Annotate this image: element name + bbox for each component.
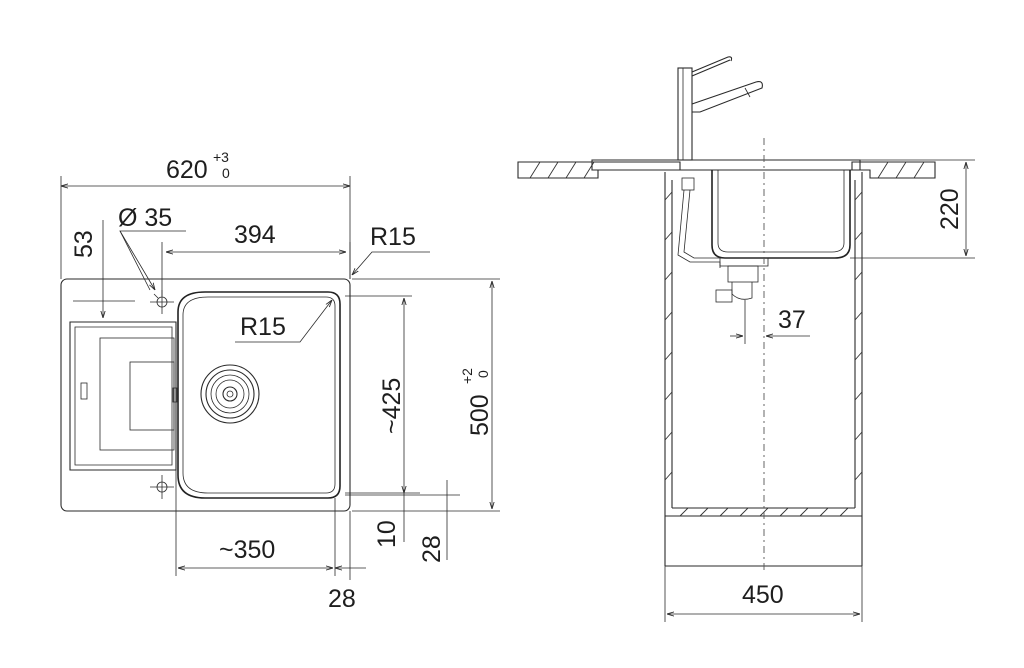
sink-outline xyxy=(60,278,351,512)
side-view: 220 37 450 xyxy=(517,56,975,622)
cabinet-hatch xyxy=(664,191,863,517)
overall-width-tol-lower: 0 xyxy=(222,165,230,181)
bowl-inner xyxy=(182,296,336,494)
bottom-gap-label: 10 xyxy=(373,520,401,548)
bowl-width-label: 394 xyxy=(234,221,276,249)
drain-offset-label: 37 xyxy=(778,306,806,334)
drainer-inner xyxy=(74,326,173,466)
drainer-recess-outer xyxy=(99,337,175,451)
bowl-length-label: ~425 xyxy=(378,378,406,434)
overflow-slot xyxy=(172,387,178,403)
bowl-radius-label: R15 xyxy=(240,313,286,341)
edge-offset-label: 28 xyxy=(328,585,356,613)
drainer-slot xyxy=(80,382,88,400)
hole-offset-label: 53 xyxy=(70,230,98,258)
bowl-depth-label: 220 xyxy=(936,188,964,230)
drainer-recess-inner xyxy=(129,361,175,431)
strainer-icon xyxy=(200,364,260,424)
bowl-inner-width-label: ~350 xyxy=(219,536,275,564)
tap-hole-bottom xyxy=(150,475,174,499)
diameter-leader xyxy=(119,230,186,290)
overall-depth-tol-lower: 0 xyxy=(475,370,491,378)
tap-hole-diameter-label: Ø 35 xyxy=(118,204,172,232)
overall-width-label: 620 xyxy=(166,156,208,184)
bowl-profile-inner xyxy=(717,170,845,253)
bottom-offset-label: 28 xyxy=(418,535,446,563)
cabinet-width-label: 450 xyxy=(742,581,784,609)
tap-hole-top xyxy=(150,290,174,314)
faucet-icon xyxy=(677,56,763,161)
outer-radius-label: R15 xyxy=(370,223,416,251)
bowl-outline xyxy=(177,291,341,499)
sink-flange xyxy=(591,159,861,171)
overall-width-tol-upper: +3 xyxy=(213,149,229,165)
overall-depth-label: 500 xyxy=(466,394,494,436)
drainer-outline xyxy=(69,321,177,471)
top-view: 620 +3 0 53 Ø 35 394 R15 R15 ~425 500 +2 xyxy=(60,149,500,613)
waste-pipe xyxy=(677,177,769,303)
overall-depth-tol-upper: +2 xyxy=(459,368,475,384)
bowl-profile xyxy=(711,170,851,259)
